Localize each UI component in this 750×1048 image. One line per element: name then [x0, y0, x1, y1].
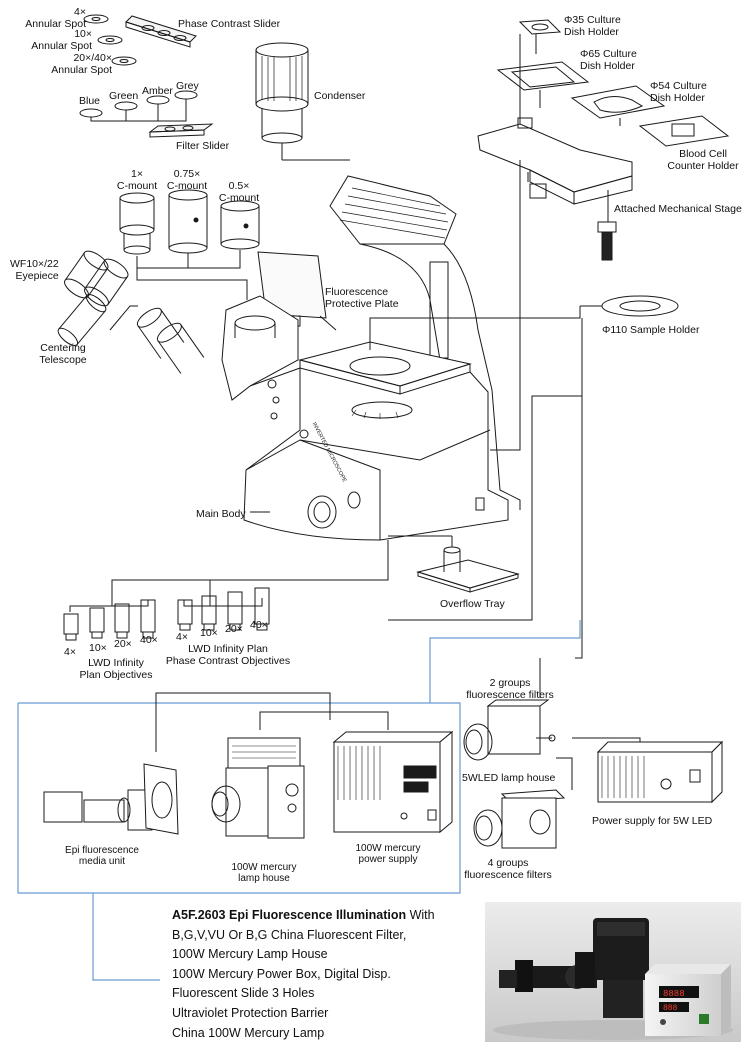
label-phase-20x: 20× — [225, 623, 243, 635]
label-plan-40x: 40× — [140, 634, 158, 646]
label-mercury-power: 100W mercury power supply — [355, 843, 421, 865]
label-annular-20-40x: 20×/40× Annular Spot — [51, 52, 112, 76]
c-mount-1x — [119, 192, 155, 255]
label-blood-cell: Blood Cell Counter Holder — [667, 148, 739, 172]
annular-spots — [83, 14, 137, 66]
dish-holders — [496, 19, 730, 160]
photo-display-2: 888 — [663, 1004, 678, 1013]
label-overflow-tray: Overflow Tray — [440, 598, 505, 610]
label-filter-amber: Amber — [142, 85, 173, 97]
main-body — [111, 175, 521, 598]
label-condenser: Condenser — [314, 90, 366, 102]
label-plan-10x: 10× — [89, 642, 107, 654]
label-filter-grey: Grey — [176, 80, 199, 92]
label-annular-10x: 10× Annular Spot — [31, 28, 92, 52]
phase-objectives — [111, 580, 270, 631]
label-phase-40x: 40× — [250, 619, 268, 631]
label-lwd-phase: LWD Infinity Plan Phase Contrast Objecti… — [165, 643, 291, 667]
overflow-tray — [388, 535, 520, 593]
plan-objectives — [63, 598, 156, 641]
condenser — [255, 42, 350, 161]
led-power-supply — [596, 740, 724, 804]
label-phase-contrast-slider: Phase Contrast Slider — [178, 18, 281, 30]
label-filter-blue: Blue — [79, 95, 101, 107]
eyepieces — [64, 250, 129, 307]
label-groups-2: 2 groups fluorescence filters — [466, 677, 554, 701]
photo-display-1: 8888 — [663, 989, 685, 999]
label-centering-telescope: Centering Telescope — [39, 342, 87, 366]
color-filters — [79, 90, 198, 122]
label-plan-20x: 20× — [114, 638, 132, 650]
label-fluorescence-plate: Fluorescence Protective Plate — [325, 286, 399, 310]
led-lamp-house-2 — [463, 699, 556, 761]
label-dish-54: Φ54 Culture Dish Holder — [650, 80, 707, 104]
label-mercury-lamp-house: 100W mercury lamp house — [231, 862, 297, 884]
phase-contrast-slider — [125, 15, 197, 48]
filter-slider — [148, 123, 214, 138]
body-brand-text: INVERTED MICROSCOPE — [311, 422, 348, 484]
sample-holder — [369, 295, 679, 350]
epi-unit — [43, 763, 179, 835]
desc-line-3: 100W Mercury Power Box, Digital Disp. — [172, 966, 391, 981]
model-name: A5F.2603 Epi Fluorescence Illumination — [172, 908, 407, 922]
c-mounts — [119, 189, 260, 300]
label-epi-unit: Epi fluorescence media unit — [65, 845, 139, 867]
desc-line-0: With — [406, 908, 435, 922]
label-dish-65: Φ65 Culture Dish Holder — [580, 48, 637, 72]
label-plan-4x: 4× — [64, 646, 76, 658]
mercury-power-supply — [332, 730, 454, 834]
label-cmount-075x: 0.75× C-mount — [166, 168, 208, 192]
desc-line-2: 100W Mercury Lamp House — [172, 947, 328, 962]
label-power-5w: Power supply for 5W LED — [592, 815, 713, 827]
desc-line-1: B,G,V,VU Or B,G China Fluorescent Filter… — [172, 927, 407, 942]
label-phase-10x: 10× — [200, 627, 218, 639]
c-mount-05x — [220, 200, 260, 250]
label-sample-holder: Φ110 Sample Holder — [602, 324, 700, 336]
label-cmount-1x: 1× C-mount — [116, 168, 158, 192]
mercury-lamp-house — [211, 737, 305, 839]
centering-telescope — [57, 294, 138, 346]
label-led-lamp-house: 5WLED lamp house — [462, 772, 556, 784]
epi-frame — [17, 620, 581, 894]
label-filter-slider: Filter Slider — [176, 140, 230, 152]
desc-line-4: Fluorescent Slide 3 Holes — [172, 986, 315, 1001]
label-main-body: Main Body — [196, 508, 246, 520]
desc-line-6: China 100W Mercury Lamp — [172, 1025, 325, 1040]
c-mount-075x — [168, 189, 208, 254]
mechanical-stage — [477, 117, 633, 261]
label-annular-4x: 4× Annular Spot — [25, 6, 86, 30]
label-phase-4x: 4× — [176, 631, 188, 643]
label-eyepiece: WF10×/22 Eyepiece — [10, 258, 59, 282]
product-description: A5F.2603 Epi Fluorescence Illumination W… — [172, 906, 435, 1043]
fluorescence-plate — [257, 251, 337, 331]
label-dish-35: Φ35 Culture Dish Holder — [564, 14, 621, 38]
label-groups-4: 4 groups fluorescence filters — [464, 857, 552, 881]
product-photo: 8888 888 — [485, 902, 741, 1042]
led-lamp-house-4 — [473, 789, 566, 849]
label-cmount-05x: 0.5× C-mount — [218, 180, 260, 204]
label-lwd-plan: LWD Infinity Plan Objectives — [79, 657, 153, 681]
label-mechanical-stage: Attached Mechanical Stage — [614, 203, 742, 215]
label-filter-green: Green — [109, 90, 139, 102]
desc-line-5: Ultraviolet Protection Barrier — [172, 1005, 329, 1020]
